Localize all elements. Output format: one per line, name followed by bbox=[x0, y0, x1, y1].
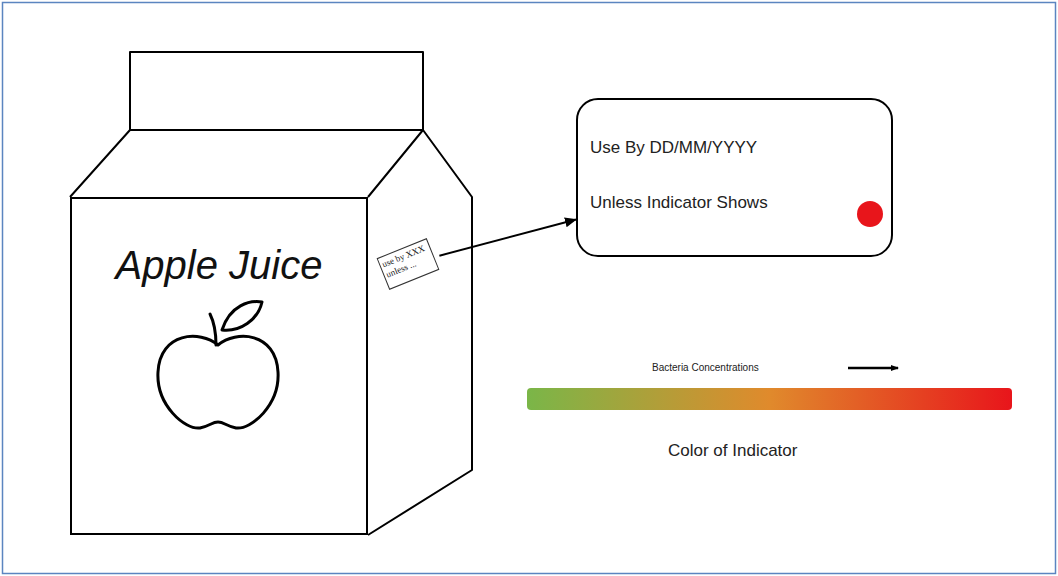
carton-side bbox=[368, 130, 472, 535]
label-callout-box: Use By DD/MM/YYYY Unless Indicator Shows bbox=[576, 98, 893, 257]
color-gradient-bar bbox=[527, 388, 1012, 410]
direction-arrow bbox=[848, 367, 898, 370]
callout-arrow bbox=[439, 219, 576, 255]
node-text: Apple Juice bbox=[72, 243, 366, 288]
node-text: Use By DD/MM/YYYY bbox=[590, 138, 880, 158]
frame-border bbox=[3, 3, 1056, 574]
carton-fin bbox=[130, 52, 423, 130]
node-text: use by XXX unless ... bbox=[381, 241, 436, 280]
indicator-dot bbox=[857, 201, 883, 227]
side-label: use by XXX unless ... bbox=[377, 238, 440, 290]
carton-outline bbox=[70, 52, 472, 535]
bar-caption: Color of Indicator bbox=[668, 441, 797, 461]
node-text: Unless Indicator Shows bbox=[590, 193, 860, 213]
carton-roof bbox=[70, 130, 423, 197]
carton-front: Apple Juice bbox=[70, 197, 368, 535]
axis-label: Bacteria Concentrations bbox=[652, 362, 759, 373]
apple-symbol bbox=[158, 302, 278, 429]
